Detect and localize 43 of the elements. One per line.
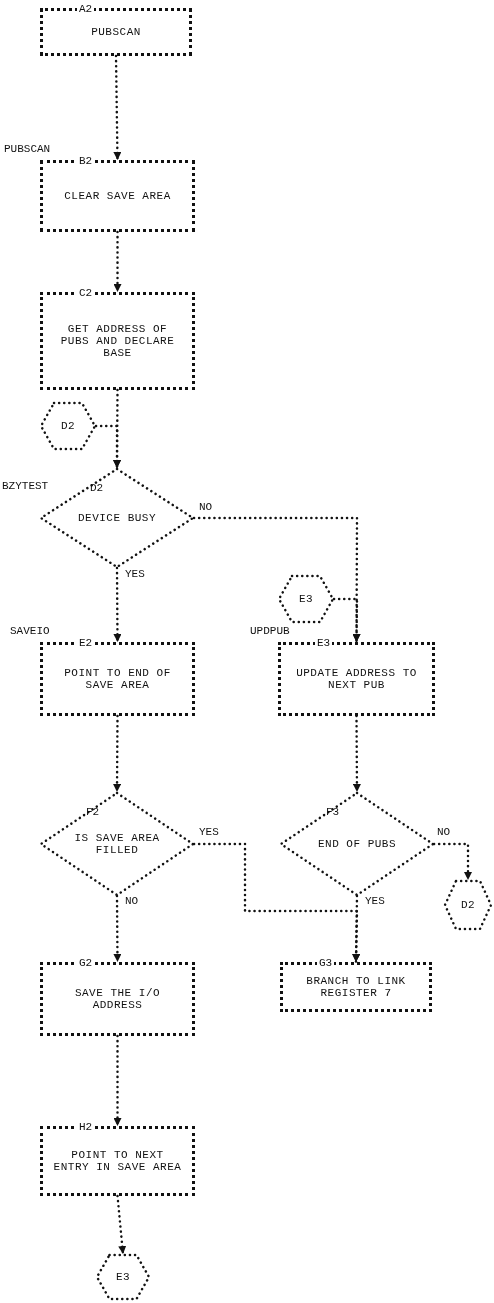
connector-label: E3 <box>297 593 315 605</box>
step-text: BRANCH TO LINK REGISTER 7 <box>305 975 407 999</box>
step-text: SAVE THE I/O ADDRESS <box>73 987 162 1011</box>
connector-label: D2 <box>59 420 77 432</box>
flow-line <box>113 894 122 964</box>
entry-label: BZYTEST <box>2 480 49 493</box>
flow-line <box>192 516 361 644</box>
step-text: POINT TO NEXT ENTRY IN SAVE AREA <box>52 1149 183 1173</box>
connector-hexagon <box>278 575 334 623</box>
flow-line <box>192 842 361 964</box>
connector-hexagon <box>96 1254 150 1300</box>
entry-label: PUBSCAN <box>4 143 51 156</box>
decision-text: END OF PUBS <box>316 838 398 850</box>
flow-line <box>94 424 121 470</box>
step-label: D2 <box>90 482 104 495</box>
decision-text: IS SAVE AREA FILLED <box>73 832 161 856</box>
flow-line <box>113 230 122 294</box>
flow-line <box>113 566 122 644</box>
entry-label: UPDPUB <box>250 625 290 638</box>
entry-label: SAVEIO <box>10 625 50 638</box>
decision-diamond <box>280 792 434 896</box>
flow-line <box>113 714 122 794</box>
flow-line <box>352 894 361 964</box>
step-text: GET ADDRESS OF PUBS AND DECLARE BASE <box>59 323 176 359</box>
flow-line <box>432 842 472 882</box>
step-label: F2 <box>86 806 100 819</box>
flow-line <box>113 388 122 470</box>
step-text: POINT TO END OF SAVE AREA <box>63 667 172 691</box>
connector-label: E3 <box>114 1271 132 1283</box>
flow-line <box>116 1194 127 1256</box>
connector-label: D2 <box>459 899 477 911</box>
decision-diamond <box>40 792 194 896</box>
flow-line <box>332 597 361 644</box>
connector-hexagon <box>40 402 96 450</box>
decision-text: DEVICE BUSY <box>76 512 158 524</box>
step-text: CLEAR SAVE AREA <box>63 190 172 202</box>
step-text: PUBSCAN <box>90 26 142 38</box>
connector-hexagon <box>444 880 492 930</box>
flow-line <box>352 714 361 794</box>
flow-line <box>113 1034 122 1128</box>
step-label: F3 <box>326 806 340 819</box>
flow-line <box>113 54 122 162</box>
step-text: UPDATE ADDRESS TO NEXT PUB <box>295 667 418 691</box>
